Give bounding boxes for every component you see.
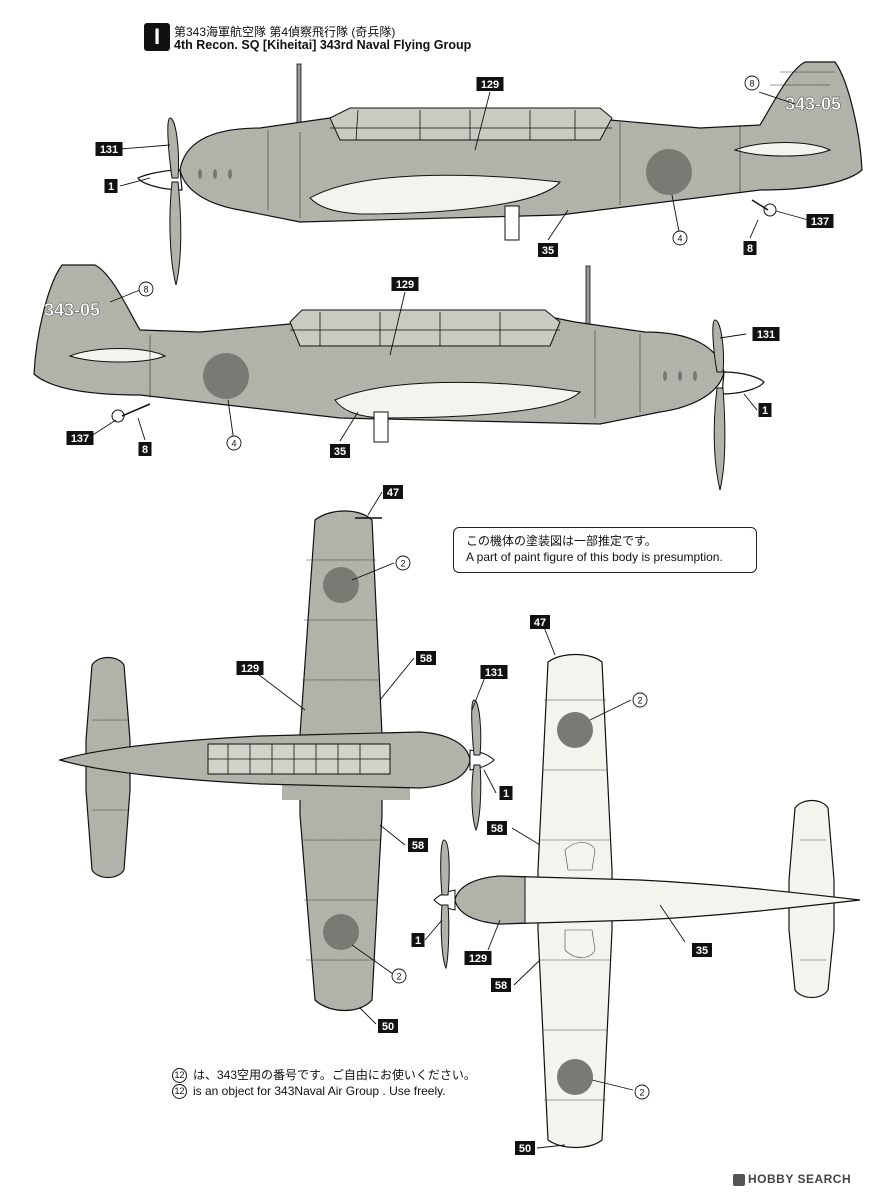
callout-8: 8: [743, 241, 757, 255]
callout-129: 129: [476, 77, 504, 91]
decal-callouts: 8 4 8 4 2 2 2 2: [138, 75, 760, 1100]
callout-58: 58: [416, 651, 436, 665]
callout-47: 47: [383, 485, 403, 499]
note-english: A part of paint figure of this body is p…: [466, 550, 723, 564]
svg-text:2: 2: [637, 696, 642, 706]
top-view: [57, 510, 495, 1011]
svg-text:129: 129: [396, 279, 414, 291]
note-japanese: この機体の塗装図は一部推定です。: [466, 534, 657, 548]
decal-marker-2: 2: [634, 1084, 650, 1100]
callout-131: 131: [752, 327, 780, 341]
decal-marker-4: 4: [226, 435, 242, 451]
svg-text:4: 4: [677, 234, 682, 244]
decal-marker-2: 2: [632, 692, 648, 708]
decal-marker-8: 8: [744, 75, 760, 91]
svg-text:47: 47: [387, 487, 399, 499]
svg-text:129: 129: [469, 953, 487, 965]
decal-marker-8: 8: [138, 281, 154, 297]
svg-text:1: 1: [108, 181, 114, 193]
hobby-search-logo-icon: [733, 1173, 745, 1186]
decal-note-japanese: 12 は、343空用の番号です。ご自由にお使いください。: [172, 1066, 476, 1084]
callout-131: 131: [95, 142, 123, 156]
callout-131: 131: [480, 665, 508, 679]
decal-note-en-text: is an object for 343Naval Air Group . Us…: [193, 1084, 446, 1098]
part-callouts: 131 1 129 35 8 137 129 131 1 137 8 35 47 129 58 131 1 58 5…: [66, 77, 834, 1155]
callout-1: 1: [411, 933, 425, 947]
callout-137: 137: [66, 431, 94, 445]
watermark: HOBBY SEARCH: [733, 1172, 851, 1186]
callout-35: 35: [692, 943, 712, 957]
svg-text:131: 131: [485, 667, 503, 679]
callout-1: 1: [104, 179, 118, 193]
side-view-right: 343-05: [137, 61, 863, 286]
svg-text:4: 4: [231, 439, 236, 449]
watermark-text: HOBBY SEARCH: [748, 1172, 852, 1186]
callout-35: 35: [538, 243, 558, 257]
svg-text:137: 137: [811, 216, 829, 228]
callout-1: 1: [758, 403, 772, 417]
svg-text:1: 1: [503, 788, 509, 800]
svg-text:58: 58: [495, 980, 507, 992]
svg-text:58: 58: [420, 653, 432, 665]
svg-text:50: 50: [519, 1143, 531, 1155]
presumption-note: この機体の塗装図は一部推定です。 A part of paint figure …: [453, 527, 757, 573]
svg-text:35: 35: [696, 945, 708, 957]
callout-137: 137: [806, 214, 834, 228]
svg-text:1: 1: [415, 935, 421, 947]
svg-text:129: 129: [241, 663, 259, 675]
callout-58: 58: [487, 821, 507, 835]
scheme-number-badge: I: [144, 23, 170, 51]
scheme-title-japanese: 第343海軍航空隊 第4偵察飛行隊 (奇兵隊): [174, 25, 396, 39]
svg-text:1: 1: [762, 405, 768, 417]
svg-text:50: 50: [382, 1021, 394, 1033]
svg-text:129: 129: [481, 79, 499, 91]
decal-note-english: 12 is an object for 343Naval Air Group . …: [172, 1084, 446, 1100]
svg-text:35: 35: [542, 245, 554, 257]
leader-lines: [87, 91, 813, 1149]
callout-50: 50: [515, 1141, 535, 1155]
decal-note-jp-text: は、343空用の番号です。ご自由にお使いください。: [193, 1068, 476, 1082]
svg-text:8: 8: [747, 243, 753, 255]
svg-text:2: 2: [639, 1088, 644, 1098]
side-view-left: 343-05: [33, 264, 765, 491]
svg-text:8: 8: [749, 79, 754, 89]
svg-text:2: 2: [400, 559, 405, 569]
svg-text:47: 47: [534, 617, 546, 629]
callout-8: 8: [138, 442, 152, 456]
tail-code-text: 343-05: [785, 94, 841, 114]
callout-35: 35: [330, 444, 350, 458]
decal-number-marker: 12: [172, 1084, 187, 1100]
callout-58: 58: [408, 838, 428, 852]
scheme-title-english: 4th Recon. SQ [Kiheitai] 343rd Naval Fly…: [174, 38, 472, 52]
svg-text:137: 137: [71, 433, 89, 445]
callout-58: 58: [491, 978, 511, 992]
svg-text:2: 2: [396, 972, 401, 982]
svg-text:131: 131: [757, 329, 775, 341]
svg-text:8: 8: [143, 285, 148, 295]
svg-text:35: 35: [334, 446, 346, 458]
svg-text:8: 8: [142, 444, 148, 456]
decal-marker-4: 4: [672, 230, 688, 246]
decal-marker-2: 2: [395, 555, 411, 571]
callout-129: 129: [236, 661, 264, 675]
callout-47: 47: [530, 615, 550, 629]
svg-text:131: 131: [100, 144, 118, 156]
callout-1: 1: [499, 786, 513, 800]
bottom-view: [433, 653, 861, 1149]
tail-code-text: 343-05: [44, 300, 100, 320]
callout-50: 50: [378, 1019, 398, 1033]
decal-number-marker: 12: [172, 1068, 187, 1084]
svg-text:58: 58: [491, 823, 503, 835]
svg-text:58: 58: [412, 840, 424, 852]
callout-129: 129: [391, 277, 419, 291]
decal-marker-2: 2: [391, 968, 407, 984]
callout-129: 129: [464, 951, 492, 965]
